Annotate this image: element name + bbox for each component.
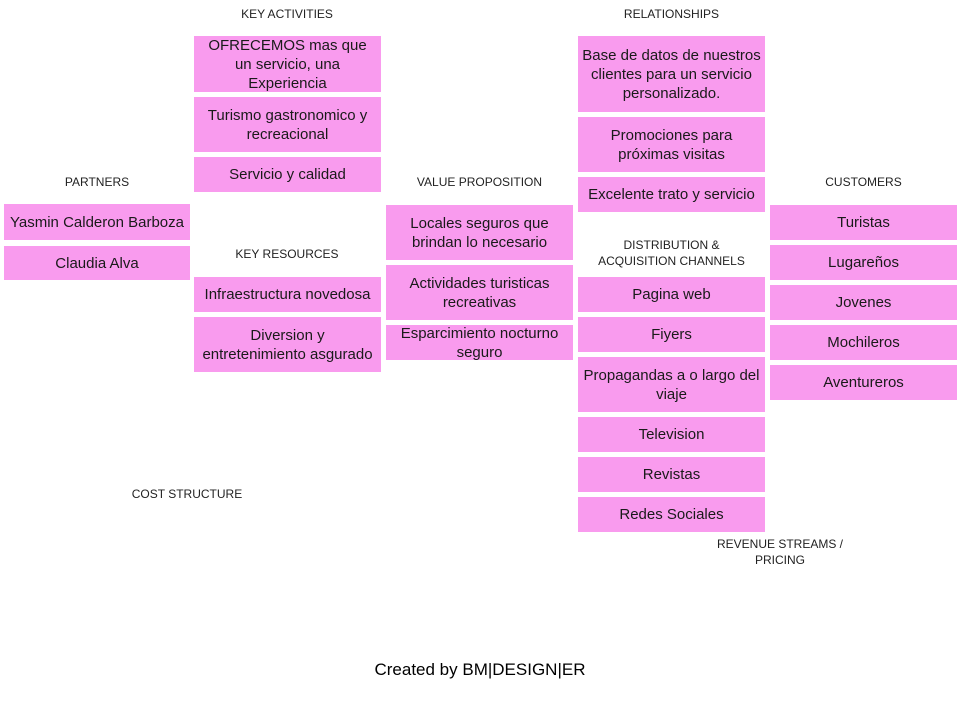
header-distribution-channels: DISTRIBUTION & ACQUISITION CHANNELS: [578, 237, 765, 269]
customer-card: Lugareños: [770, 245, 957, 280]
channel-card: Redes Sociales: [578, 497, 765, 532]
key-activity-card: Servicio y calidad: [194, 157, 381, 192]
header-key-resources: KEY RESOURCES: [235, 247, 339, 261]
key-resource-card: Diversion y entretenimiento asgurado: [194, 317, 381, 372]
header-value-proposition: VALUE PROPOSITION: [416, 175, 543, 189]
partner-card: Claudia Alva: [4, 246, 190, 280]
header-key-activities: KEY ACTIVITIES: [241, 7, 333, 21]
relationship-card: Promociones para próximas visitas: [578, 117, 765, 172]
relationship-card: Base de datos de nuestros clientes para …: [578, 36, 765, 112]
header-revenue-line1: REVENUE STREAMS /: [716, 537, 844, 551]
header-customers: CUSTOMERS: [825, 175, 902, 189]
channel-card: Pagina web: [578, 277, 765, 312]
value-proposition-card: Actividades turisticas recreativas: [386, 265, 573, 320]
header-distribution-line2: ACQUISITION CHANNELS: [598, 254, 745, 268]
key-resource-card: Infraestructura novedosa: [194, 277, 381, 312]
channel-card: Fiyers: [578, 317, 765, 352]
relationship-card: Excelente trato y servicio: [578, 177, 765, 212]
customer-card: Mochileros: [770, 325, 957, 360]
key-activity-card: Turismo gastronomico y recreacional: [194, 97, 381, 152]
channel-card: Television: [578, 417, 765, 452]
header-cost-structure: COST STRUCTURE: [131, 487, 243, 501]
customer-card: Turistas: [770, 205, 957, 240]
header-revenue-line2: PRICING: [754, 553, 805, 567]
customer-card: Aventureros: [770, 365, 957, 400]
partner-card: Yasmin Calderon Barboza: [4, 204, 190, 240]
value-proposition-card: Esparcimiento nocturno seguro: [386, 325, 573, 361]
header-distribution-line1: DISTRIBUTION &: [623, 238, 720, 252]
header-partners: PARTNERS: [64, 175, 130, 189]
value-proposition-card: Locales seguros que brindan lo necesario: [386, 205, 573, 260]
channel-card: Revistas: [578, 457, 765, 492]
header-relationships: RELATIONSHIPS: [623, 7, 720, 21]
footer-credit: Created by BM|DESIGN|ER: [374, 660, 586, 679]
customer-card: Jovenes: [770, 285, 957, 320]
channel-card: Propagandas a o largo del viaje: [578, 357, 765, 412]
key-activity-card: OFRECEMOS mas que un servicio, una Exper…: [194, 36, 381, 92]
header-revenue-streams: REVENUE STREAMS / PRICING: [680, 536, 880, 568]
